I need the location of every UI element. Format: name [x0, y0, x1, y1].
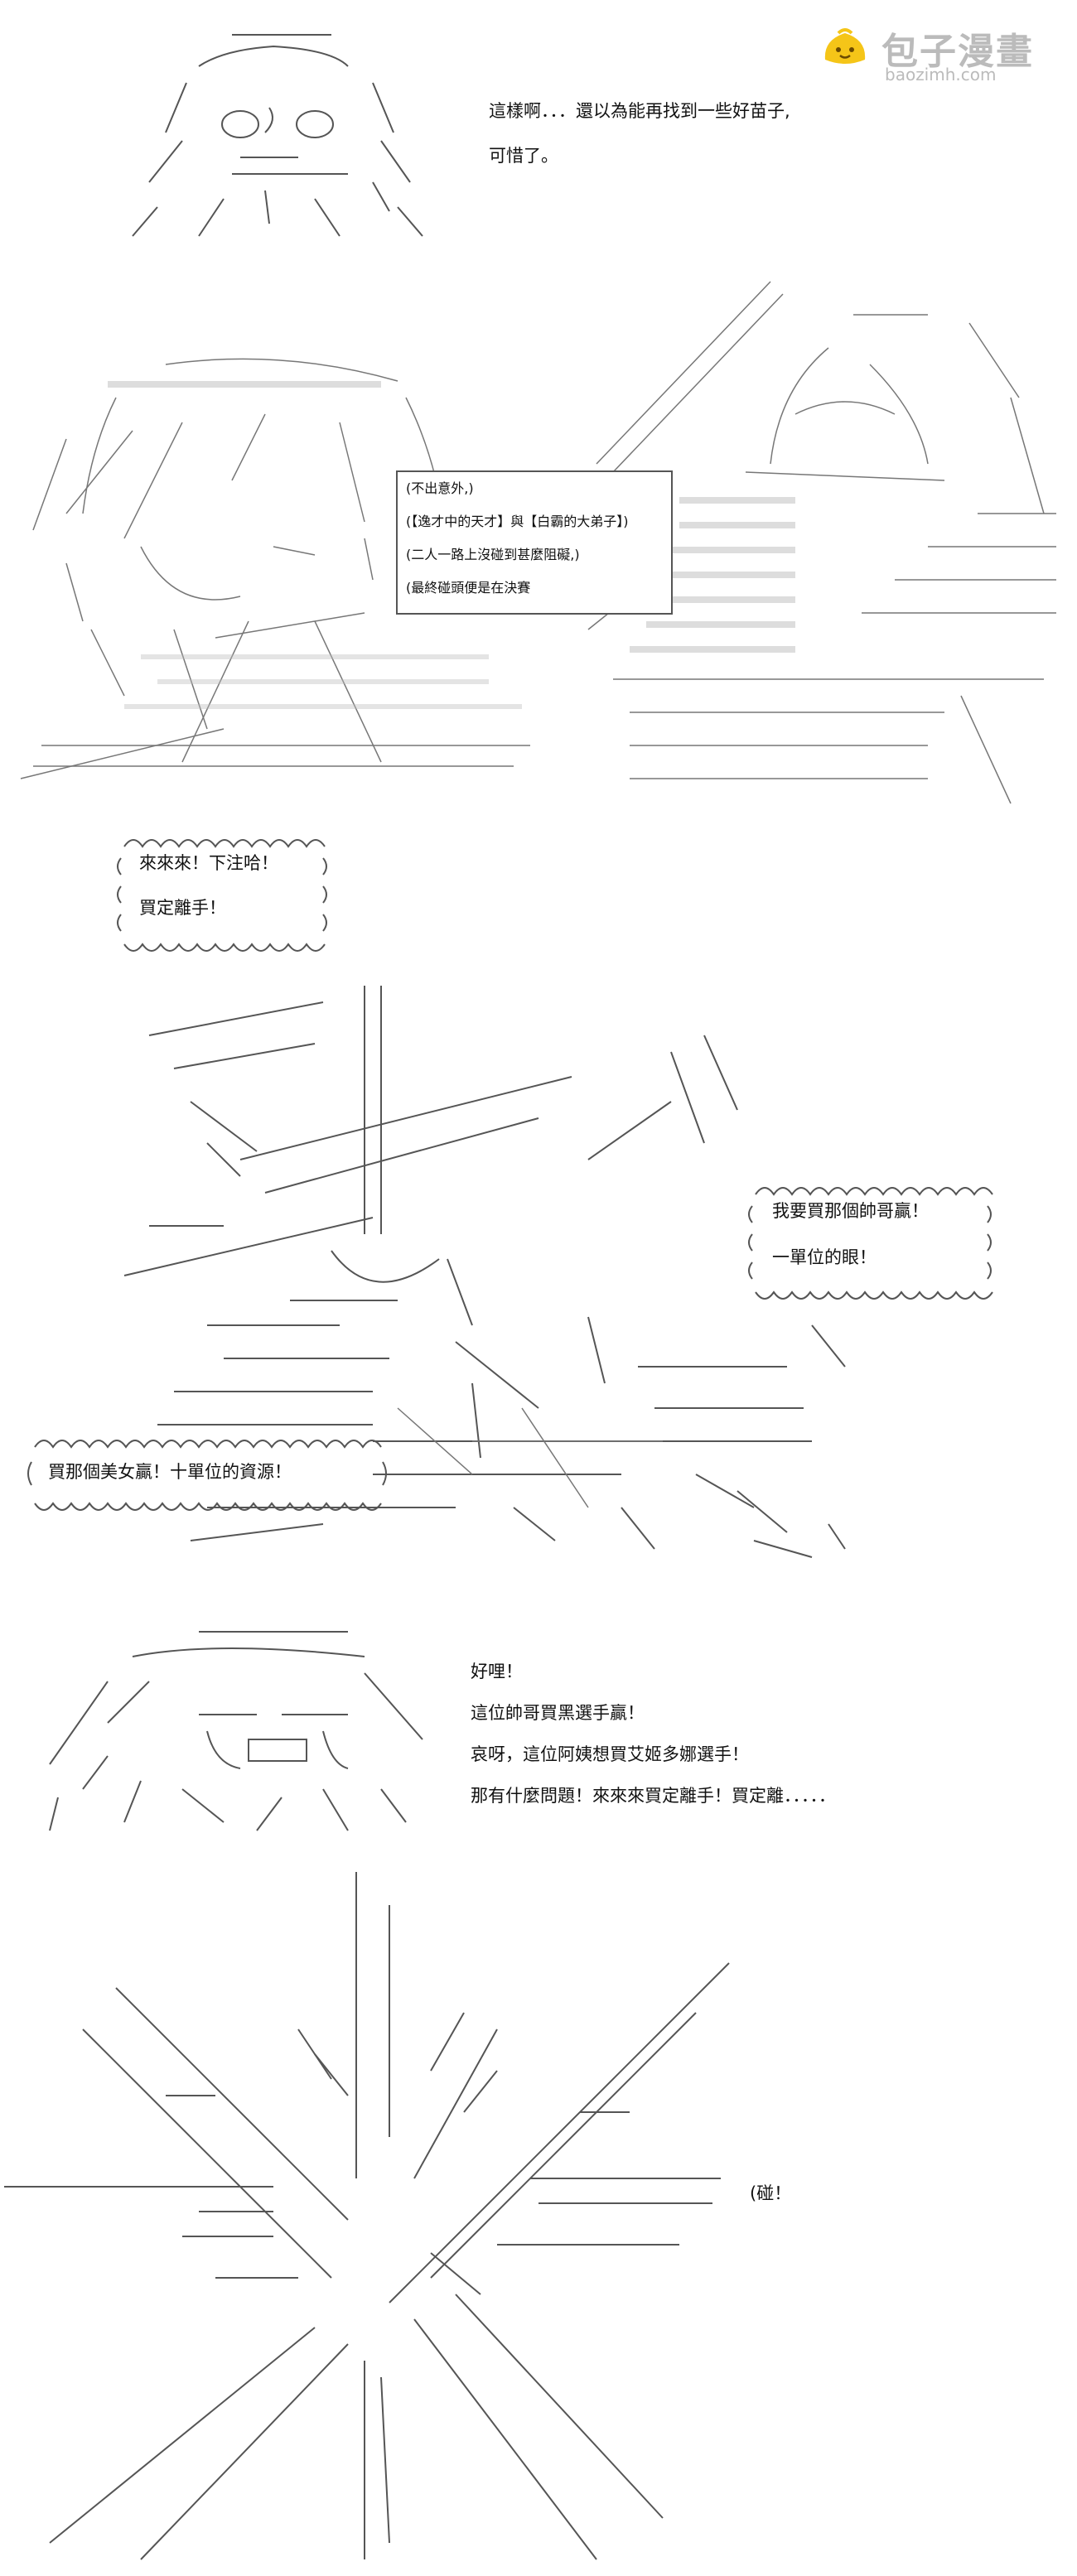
impact-sfx-text: (碰！ — [750, 2183, 792, 2203]
logo-url: baozimh.com — [885, 65, 997, 84]
panel2-diagonal-lines — [580, 273, 787, 473]
shout-bubble-3-text: 買那個美女贏！十單位的資源！ — [48, 1462, 292, 1482]
narration-line-1: (不出意外,) — [406, 480, 474, 496]
panel6-impact-burst-art — [0, 1864, 746, 2568]
shout-bubble-1: 來來來！下注哈！ 買定離手！ — [114, 828, 330, 961]
panel5-line-1: 好哩！ — [471, 1662, 523, 1681]
panel1-character-art — [99, 17, 447, 240]
panel5-line-3: 哀呀，這位阿姨想買艾姬多娜選手！ — [471, 1744, 749, 1764]
shout-bubble-2: 我要買那個帥哥贏！ 一單位的眼！ — [746, 1176, 994, 1309]
panel2-left-character-art — [17, 348, 547, 795]
shout-bubble-1-line-2: 買定離手！ — [139, 898, 226, 918]
shout-bubble-3: 買那個美女贏！十單位的資源！ — [25, 1429, 389, 1520]
narration-line-2: (【逸才中的天才】與【白霸的大弟子】) — [406, 514, 629, 529]
panel4-crowd-art — [123, 977, 853, 1574]
shout-bubble-2-line-2: 一單位的眼！ — [772, 1247, 877, 1267]
bun-logo-icon — [824, 28, 866, 64]
panel1-line-1: 這樣啊．．．還以為能再找到一些好苗子, — [489, 101, 790, 121]
narration-box: (不出意外,) (【逸才中的天才】與【白霸的大弟子】) (二人一路上沒碰到甚麼阻… — [396, 470, 673, 615]
narration-line-3: (二人一路上沒碰到甚麼阻礙,) — [406, 547, 580, 562]
panel5-line-4: 那有什麼問題！來來來買定離手！買定離．．．．． — [471, 1786, 836, 1806]
panel1-line-2: 可惜了。 — [489, 146, 558, 166]
site-logo[interactable]: 包子漫畫 baozimh.com — [820, 25, 1060, 91]
shout-bubble-2-line-1: 我要買那個帥哥贏！ — [772, 1201, 929, 1221]
panel5-character-art — [33, 1623, 447, 1839]
panel5-line-2: 這位帥哥買黑選手贏！ — [471, 1703, 645, 1723]
shout-bubble-1-line-1: 來來來！下注哈！ — [139, 853, 278, 873]
logo-title: 包子漫畫 — [881, 31, 1034, 73]
narration-line-4: (最終碰頭便是在決賽 — [406, 580, 531, 596]
